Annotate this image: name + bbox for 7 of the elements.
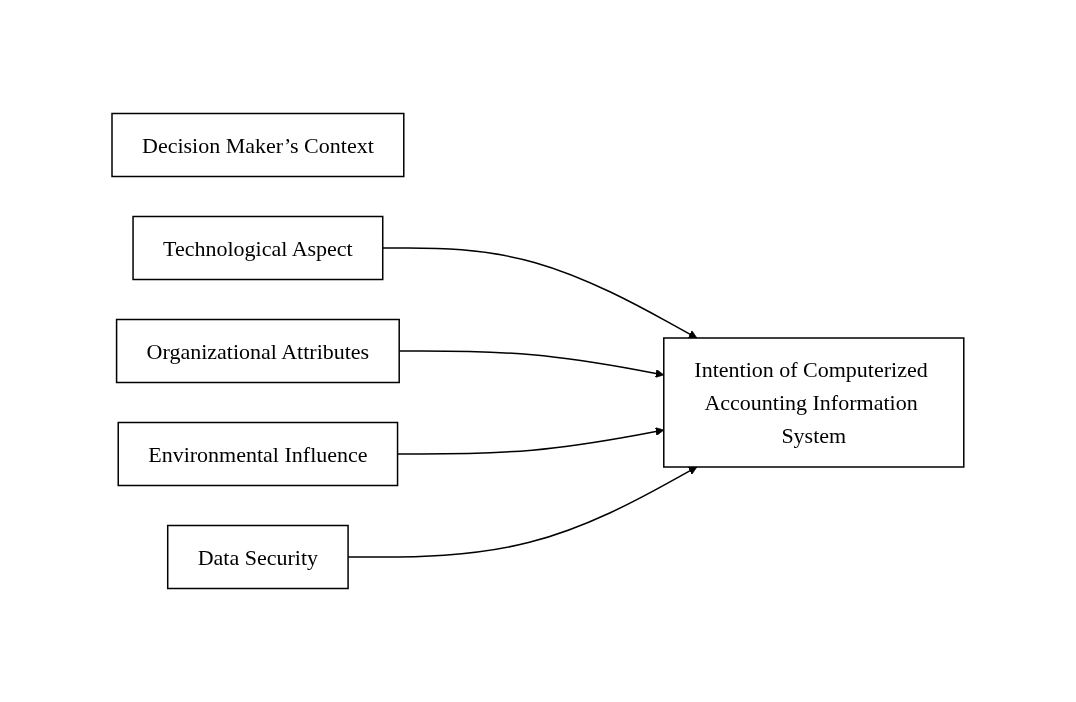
arrow — [382, 247, 698, 339]
node-box: Technological Aspect — [132, 215, 384, 281]
node-box: Decision Maker’s Context — [111, 112, 405, 178]
node-box: Environmental Influence — [117, 421, 399, 487]
node-box: Data Security — [167, 524, 349, 590]
node-box: Intention of Computerized Accounting Information System — [663, 337, 965, 468]
node-box: Organizational Attributes — [115, 318, 401, 384]
